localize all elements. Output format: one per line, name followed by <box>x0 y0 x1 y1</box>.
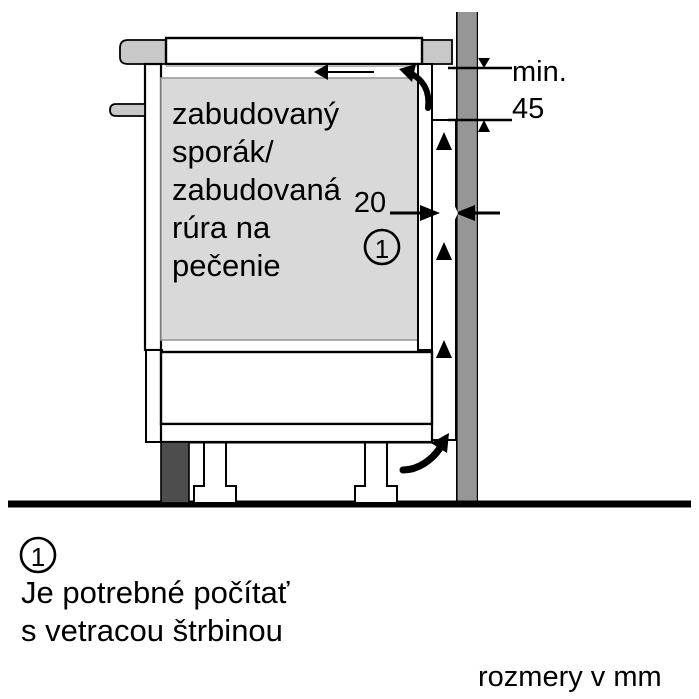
appliance-label-line-1: zabudovaný <box>172 96 340 131</box>
footnote-marker-circle <box>19 536 57 574</box>
callout-marker-number: 1 <box>375 234 389 264</box>
dimension-45-label: 45 <box>512 93 544 125</box>
appliance-leg <box>354 441 398 504</box>
vent-channel <box>431 119 457 441</box>
plinth-block <box>160 441 190 504</box>
dimension-min-label: min. <box>512 56 567 88</box>
wall-band <box>456 12 478 504</box>
dimension-20-group: 20 <box>354 187 500 226</box>
airflow-arrows-group <box>436 132 452 410</box>
top-airflow-arrow-group <box>314 64 374 80</box>
curved-airflow-arrowhead-icon <box>431 433 449 453</box>
appliance-leg <box>193 441 237 504</box>
appliance-label-line-4: rúra na <box>172 210 271 245</box>
appliance-handle-icon <box>109 103 146 117</box>
footnote-marker-number: 1 <box>31 542 45 572</box>
airflow-arrow-left-icon <box>314 64 374 80</box>
worktop-bar <box>164 36 424 66</box>
callout-marker-circle <box>363 228 401 266</box>
dim20-notch <box>452 200 458 226</box>
appliance-label-group: zabudovaný sporák/ zabudovaná rúra na pe… <box>172 96 342 283</box>
dim20-arrow-left-icon <box>455 205 475 221</box>
callout-marker-group: 1 <box>363 228 401 266</box>
curved-arrow-top-group <box>399 64 432 111</box>
appliance-label-line-2: sporák/ <box>172 134 274 169</box>
dim20-arrow-right-icon <box>420 205 440 221</box>
airflow-arrow-up-icon <box>436 340 452 410</box>
drawer-body <box>159 350 434 426</box>
appliance-label-line-3: zabudovaná <box>172 172 342 207</box>
units-caption: rozmery v mm <box>478 661 662 693</box>
footnote-line-1: Je potrebné počítať <box>21 575 290 610</box>
oven-cavity-box <box>160 77 419 341</box>
worktop-left-cap <box>119 39 169 65</box>
wall-group <box>455 12 478 504</box>
drawer-bottom-rail <box>159 422 434 444</box>
oven-cavity-group <box>160 77 419 341</box>
dimension-20-label: 20 <box>354 187 386 219</box>
footnote-line-2: s vetracou štrbinou <box>21 613 283 648</box>
appliance-label-line-5: pečenie <box>172 248 281 283</box>
curved-arrow-bottom-group <box>399 433 449 474</box>
dim-arrow-down-icon <box>478 34 490 68</box>
dimension-min45-group: min. 45 <box>448 34 567 156</box>
vent-channel-group <box>431 119 457 441</box>
curved-airflow-arrow-icon <box>399 444 444 474</box>
worktop-group <box>119 36 453 67</box>
caption-group: rozmery v mm <box>478 661 662 693</box>
appliance-door-frame <box>143 62 163 352</box>
footnote-group: 1 Je potrebné počítať s vetracou štrbino… <box>19 536 290 648</box>
plinth-and-legs-group <box>160 441 432 504</box>
appliance-frame-group <box>109 62 163 352</box>
airflow-arrow-up-icon <box>436 242 452 312</box>
worktop-right-cap <box>419 39 453 65</box>
dim-arrow-up-icon <box>478 120 490 156</box>
airflow-arrow-up-icon <box>436 132 452 202</box>
drawer-group <box>145 349 434 444</box>
drawer-left-lip <box>145 349 163 443</box>
curved-airflow-arrowhead-icon <box>399 64 416 82</box>
